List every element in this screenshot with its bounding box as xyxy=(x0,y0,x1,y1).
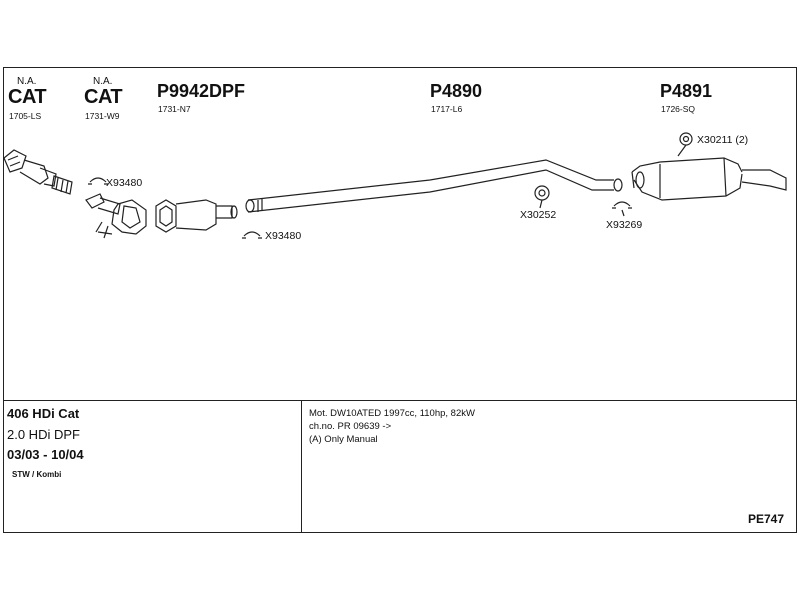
catalyst-drawing xyxy=(85,193,147,239)
vehicle-years: 03/03 - 10/04 xyxy=(7,447,84,462)
note-transmission: (A) Only Manual xyxy=(309,434,378,445)
accessory-x93480-label-b: X93480 xyxy=(265,230,302,242)
clamp-x93480-b-icon xyxy=(242,231,262,239)
clamp-x93480-a-icon xyxy=(88,177,108,185)
note-engine: Mot. DW10ATED 1997cc, 110hp, 82kW xyxy=(309,408,475,419)
accessory-x30252-label: X30252 xyxy=(520,209,557,221)
info-divider xyxy=(3,400,797,401)
centre-pipe-drawing xyxy=(245,159,623,213)
diagram-frame xyxy=(3,67,797,533)
accessory-x93480-label-a: X93480 xyxy=(106,177,143,189)
part-2-code: 1731-W9 xyxy=(85,111,120,121)
reference-code: PE747 xyxy=(748,512,785,526)
part-4-code: 1717-L6 xyxy=(431,104,463,114)
part-2-note: N.A. xyxy=(93,76,113,87)
accessory-x30211-label: X30211 (2) xyxy=(697,134,749,146)
part-5-code: 1726-SQ xyxy=(661,104,696,114)
vehicle-model: 406 HDi Cat xyxy=(7,406,80,421)
accessory-x93269-label: X93269 xyxy=(606,219,643,231)
part-2-label: CAT xyxy=(84,86,123,108)
dpf-drawing xyxy=(155,199,238,233)
hanger-x30211-icon xyxy=(679,132,693,146)
vehicle-body-type: STW / Kombi xyxy=(12,470,62,479)
part-1-code: 1705-LS xyxy=(9,111,42,121)
front-pipe-drawing xyxy=(3,149,73,195)
part-1-label: CAT xyxy=(8,86,47,108)
rear-silencer-drawing xyxy=(631,157,787,201)
info-column-divider xyxy=(301,400,302,533)
part-3-label: P9942DPF xyxy=(157,81,246,101)
part-1-note: N.A. xyxy=(17,76,37,87)
note-chassis: ch.no. PR 09639 -> xyxy=(309,421,392,432)
part-3-code: 1731-N7 xyxy=(158,104,191,114)
hanger-x30252-icon xyxy=(534,185,550,201)
part-5-label: P4891 xyxy=(660,81,713,101)
part-4-label: P4890 xyxy=(430,81,483,101)
vehicle-engine: 2.0 HDi DPF xyxy=(7,427,80,442)
clamp-x93269-icon xyxy=(612,201,632,209)
